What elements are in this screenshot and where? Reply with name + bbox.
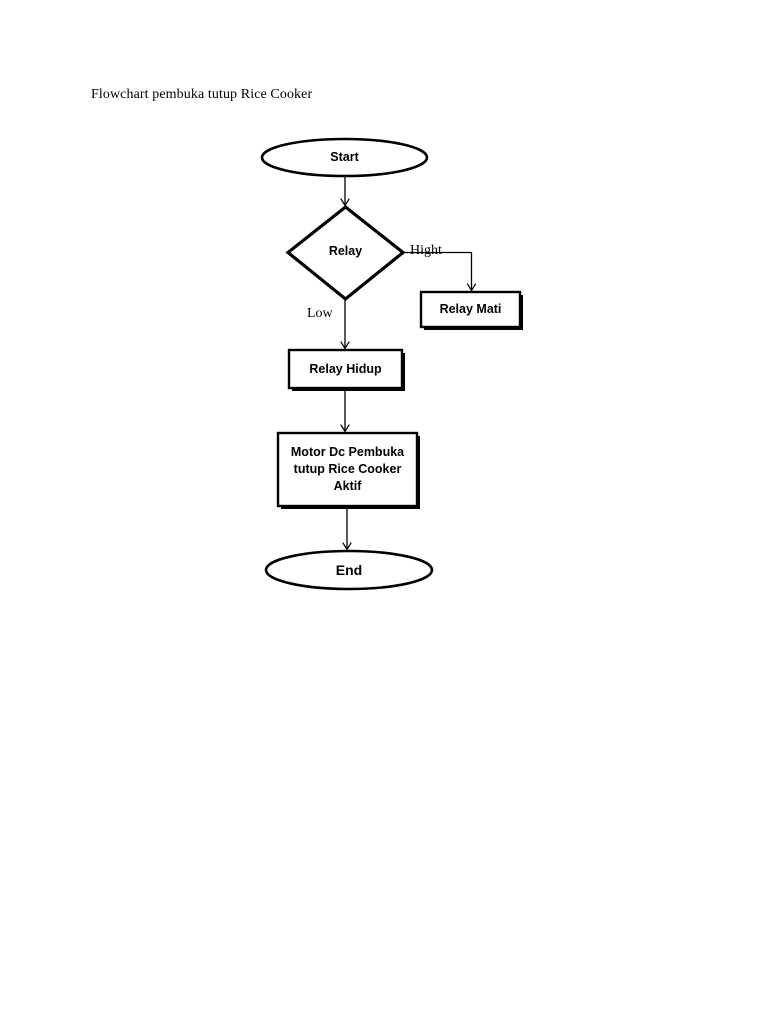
node-motor-dc-shape	[276, 431, 419, 508]
node-relay-hidup[interactable]	[289, 350, 402, 388]
node-relay-mati[interactable]	[421, 292, 520, 327]
node-relay-decision[interactable]	[288, 207, 403, 299]
node-end[interactable]	[266, 551, 432, 589]
node-start[interactable]	[262, 139, 427, 176]
node-relay-mati-shape	[419, 290, 522, 329]
edge-label-hight: Hight	[410, 243, 442, 258]
node-end-shape	[264, 549, 434, 591]
page-title: Flowchart pembuka tutup Rice Cooker	[91, 87, 313, 102]
edge-label-low: Low	[307, 306, 333, 321]
node-motor-dc[interactable]	[278, 433, 417, 506]
edge-relay-to-relay-mati	[403, 251, 477, 292]
